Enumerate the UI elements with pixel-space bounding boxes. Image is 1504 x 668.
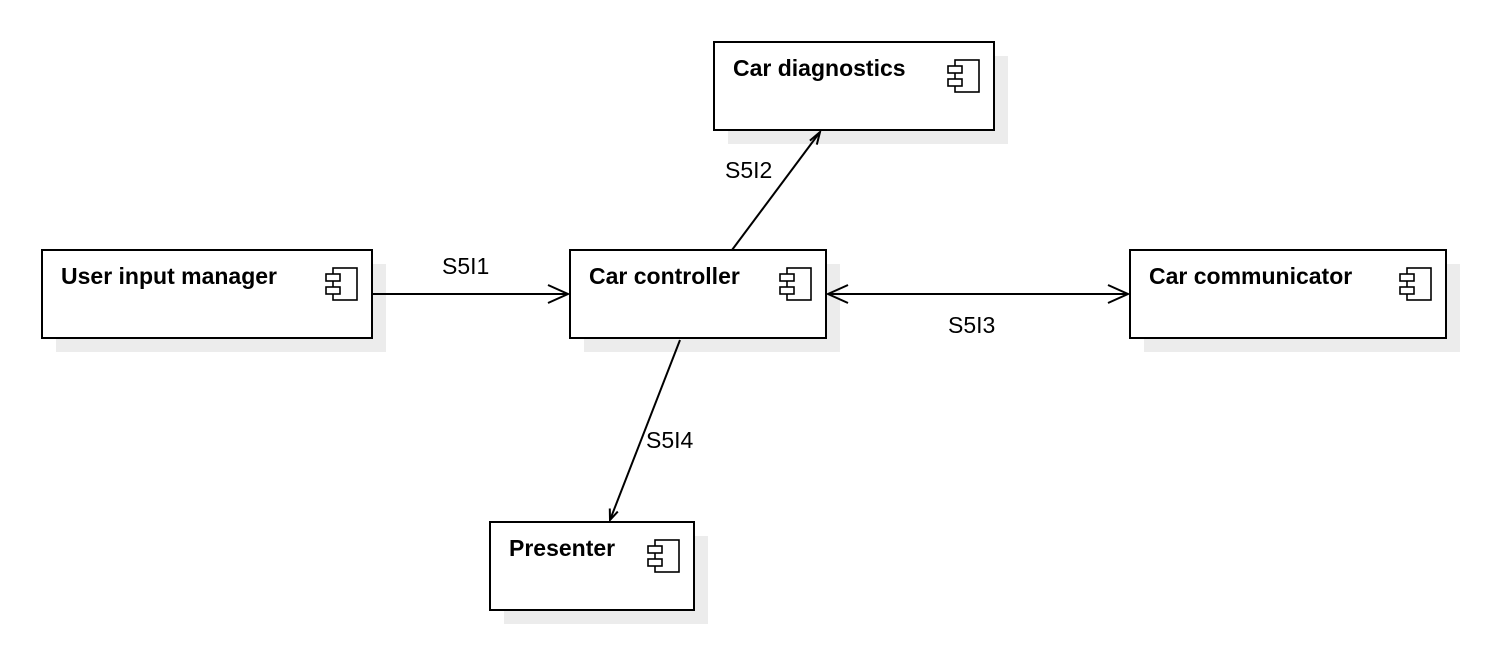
connector-s5i1[interactable]: S5I1 [372,253,571,304]
connector-s5i4[interactable]: S5I4 [608,339,694,523]
connector-label: S5I4 [646,427,694,453]
component-user-input-manager[interactable]: User input manager [41,249,386,352]
component-icon [947,59,980,93]
component-name: Car controller [589,263,740,289]
connector-s5i2[interactable]: S5I2 [725,129,822,251]
connector-label: S5I2 [725,157,772,183]
connector-label: S5I3 [948,312,995,338]
component-car-communicator[interactable]: Car communicator [1129,249,1460,352]
component-name: Car communicator [1149,263,1352,289]
arrowhead [608,508,619,523]
connector-label: S5I1 [442,253,489,279]
arrowhead-left [825,284,849,304]
component-icon [647,539,680,573]
component-name: User input manager [61,263,277,289]
component-icon [779,267,812,301]
component-presenter[interactable]: Presenter [489,521,708,624]
arrowhead-right [1107,284,1131,304]
component-name: Car diagnostics [733,55,906,81]
component-name: Presenter [509,535,615,561]
arrowhead [809,129,822,145]
arrowhead [547,284,571,304]
component-car-diagnostics[interactable]: Car diagnostics [713,41,1008,144]
component-icon [1399,267,1432,301]
connector-s5i3[interactable]: S5I3 [825,284,1131,338]
component-car-controller[interactable]: Car controller [569,249,840,352]
component-icon [325,267,358,301]
